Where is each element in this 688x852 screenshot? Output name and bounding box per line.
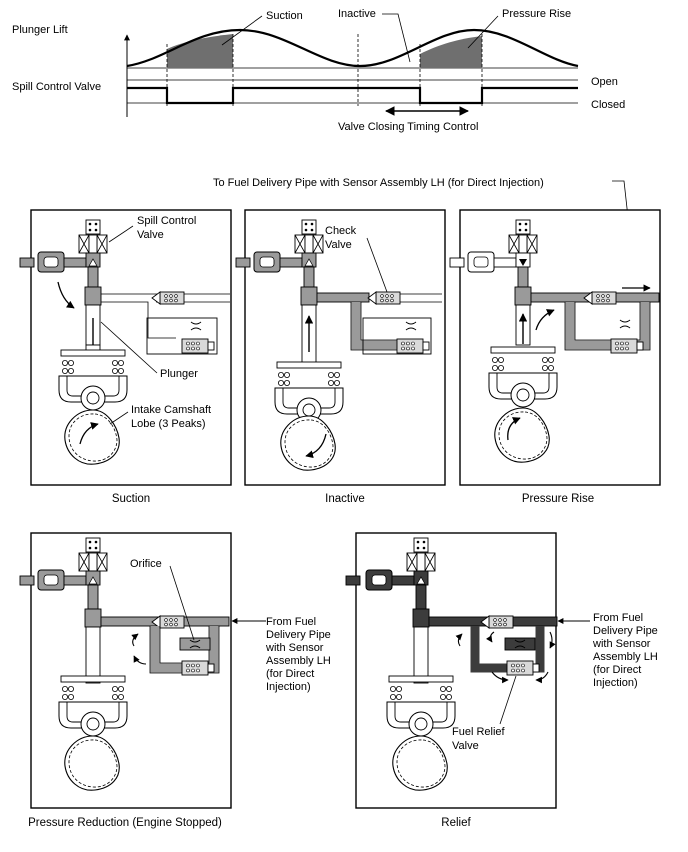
panel-relief: Fuel Relief Valve From Fuel Delivery Pip… xyxy=(345,532,658,809)
panel-inactive: Check Valve xyxy=(235,209,446,486)
caption-inactive: Inactive xyxy=(325,493,365,505)
to-fuel-delivery-pipe-label: To Fuel Delivery Pipe with Sensor Assemb… xyxy=(213,177,544,189)
spill-control-valve-label-1: Spill Control xyxy=(137,215,196,227)
fuel-relief-valve-label-1: Fuel Relief xyxy=(452,726,506,738)
plunger-lift-curve xyxy=(126,28,579,68)
suction-shaded-area xyxy=(167,34,233,68)
caption-pressure-rise: Pressure Rise xyxy=(522,493,594,505)
relief-from-pipe-label-4: Assembly LH xyxy=(593,651,658,663)
caption-pressure-reduction: Pressure Reduction (Engine Stopped) xyxy=(28,817,222,829)
intake-camshaft-label-1: Intake Camshaft xyxy=(131,404,211,416)
intake-camshaft-label-2: Lobe (3 Peaks) xyxy=(131,418,206,430)
caption-suction: Suction xyxy=(112,493,150,505)
from-pipe-label-1: From Fuel xyxy=(266,616,316,628)
pressure-rise-leader xyxy=(467,15,499,49)
timing-chart: Plunger Lift Spill Control Valve Suction… xyxy=(12,8,625,133)
inactive-leader xyxy=(382,13,411,63)
relief-from-pipe-label-2: Delivery Pipe xyxy=(593,625,658,637)
from-pipe-label-5: (for Direct xyxy=(266,668,314,680)
fuel-relief-valve-label-2: Valve xyxy=(452,740,479,752)
spill-valve-signal xyxy=(127,86,578,105)
spill-control-valve-label-2: Valve xyxy=(137,229,164,241)
plunger-label: Plunger xyxy=(160,368,198,380)
suction-chart-label: Suction xyxy=(266,10,303,22)
panel-suction: Spill Control Valve Plunger Intake Camsh… xyxy=(19,209,232,486)
valve-closing-timing-label: Valve Closing Timing Control xyxy=(338,121,478,133)
relief-from-pipe-label-6: Injection) xyxy=(593,677,638,689)
from-pipe-label-2: Delivery Pipe xyxy=(266,629,331,641)
relief-from-pipe-label-3: with Sensor xyxy=(592,638,651,650)
relief-from-pipe-label-5: (for Direct xyxy=(593,664,641,676)
closed-label: Closed xyxy=(591,99,625,111)
caption-relief: Relief xyxy=(441,817,471,829)
plunger-lift-row-label: Plunger Lift xyxy=(12,24,68,36)
check-valve-label-2: Valve xyxy=(325,239,352,251)
spill-control-valve-row-label: Spill Control Valve xyxy=(12,81,101,93)
panel-pressure-reduction: Orifice From Fuel Delivery Pipe with Sen… xyxy=(19,532,331,809)
from-pipe-label-4: Assembly LH xyxy=(266,655,331,667)
check-valve-label-1: Check xyxy=(325,225,357,237)
pressure-rise-chart-label: Pressure Rise xyxy=(502,8,571,20)
open-label: Open xyxy=(591,76,618,88)
panel-pressure-rise xyxy=(449,209,661,486)
orifice-label: Orifice xyxy=(130,558,162,570)
from-pipe-label-6: Injection) xyxy=(266,681,311,693)
suction-leader xyxy=(221,15,263,46)
relief-from-pipe-label-1: From Fuel xyxy=(593,612,643,624)
pressure-rise-shaded-area xyxy=(420,36,482,68)
from-pipe-label-3: with Sensor xyxy=(265,642,324,654)
inactive-chart-label: Inactive xyxy=(338,8,376,20)
